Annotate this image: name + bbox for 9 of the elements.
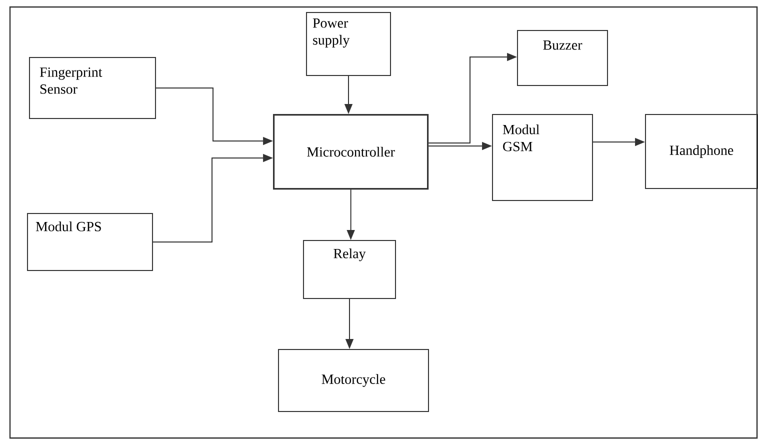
block-box: Modul GSM <box>492 114 593 201</box>
block-box: Buzzer <box>517 30 608 86</box>
block-box: Relay <box>303 240 396 299</box>
block-box: Power supply <box>306 12 391 76</box>
block-box: Modul GPS <box>27 213 153 271</box>
block-box: Microcontroller <box>273 114 429 190</box>
block-box: Motorcycle <box>278 349 429 412</box>
block-box: Handphone <box>645 114 758 189</box>
block-box: Fingerprint Sensor <box>29 57 156 119</box>
